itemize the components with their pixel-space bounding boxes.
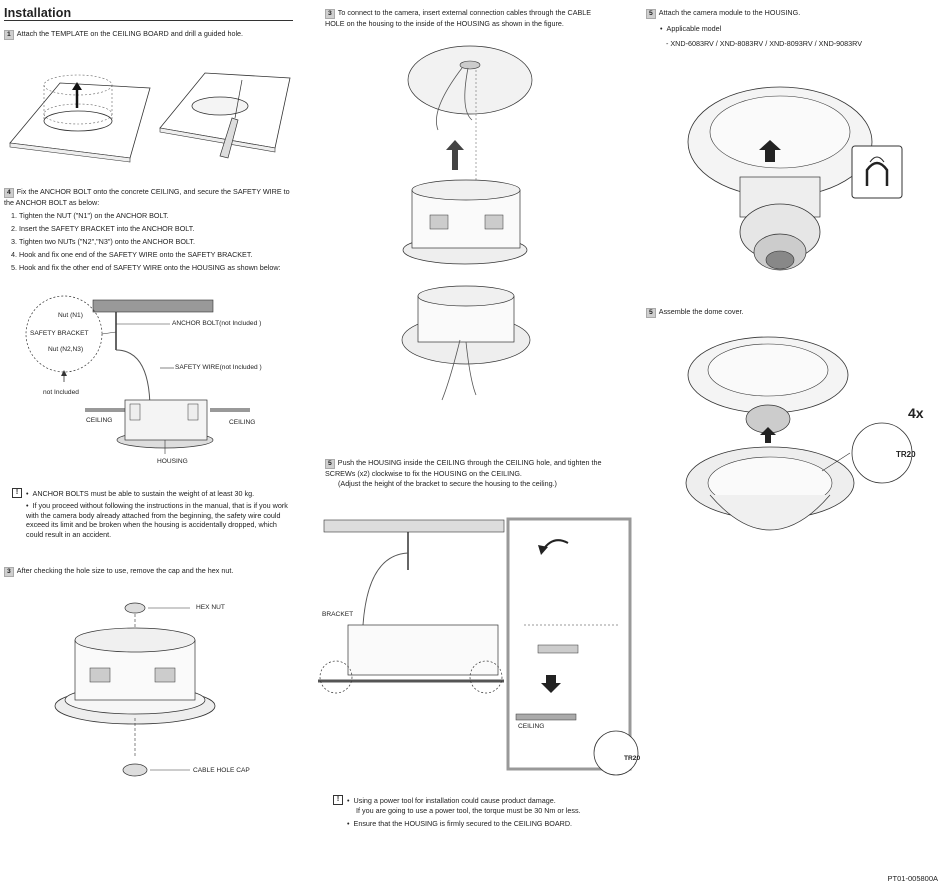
- note-bullet: If you proceed without following the ins…: [26, 501, 294, 539]
- bracket-label: BRACKET: [322, 611, 354, 618]
- housing-push-illustration: [318, 517, 639, 776]
- step-number: 5: [646, 9, 656, 19]
- title-rule: [4, 20, 293, 21]
- list-item: Hook and fix the other end of SAFETY WIR…: [19, 261, 309, 274]
- footer-code: PT01-005800A: [887, 874, 938, 883]
- page-title: Installation: [4, 6, 72, 20]
- anchor-bolt-label: ANCHOR BOLT(not Included ): [172, 320, 262, 327]
- step4-label: Fix the ANCHOR BOLT onto the concrete CE…: [4, 187, 290, 207]
- cable-insertion-illustration: [401, 45, 533, 401]
- step-number: 1: [4, 30, 14, 40]
- step5-sub: (Adjust the height of the bracket to sec…: [338, 478, 557, 488]
- list-item: Tighten the NUT ("N1") on the ANCHOR BOL…: [19, 209, 309, 222]
- model-list: - XND-6083RV / XND-8083RV / XND-8093RV /…: [666, 39, 863, 48]
- step5b-label: Assemble the dome cover.: [658, 307, 744, 316]
- ceiling-left-label: CEILING: [86, 417, 113, 424]
- step-number: 3: [4, 567, 14, 577]
- step4-list: Tighten the NUT ("N1") on the ANCHOR BOL…: [5, 209, 309, 274]
- step1-label: Attach the TEMPLATE on the CEILING BOARD…: [16, 29, 244, 38]
- step-number: 5: [325, 459, 335, 469]
- list-item: Hook and fix one end of the SAFETY WIRE …: [19, 248, 309, 261]
- nut-n2n3-label: Nut (N2,N3): [48, 346, 84, 353]
- note-bullet: ANCHOR BOLTS must be able to sustain the…: [26, 489, 294, 499]
- screw-count-label: 4x: [908, 405, 924, 421]
- camera-module-illustration: [687, 86, 903, 271]
- hex-nut-label: HEX NUT: [196, 604, 225, 611]
- step-number: 3: [325, 9, 335, 19]
- note1-bullet2: If you proceed without following the ins…: [26, 501, 288, 539]
- ceiling-label: CEILING: [518, 723, 545, 730]
- applicable-model-label: Applicable model: [660, 24, 721, 34]
- note1-bullet1: ANCHOR BOLTS must be able to sustain the…: [26, 489, 254, 498]
- caution-icon: !: [12, 488, 22, 498]
- caution-icon: !: [333, 795, 343, 805]
- safety-bracket-label: SAFETY BRACKET: [30, 330, 89, 337]
- applicable-label: Applicable model: [660, 24, 721, 33]
- ceiling-right-label: CEILING: [229, 419, 256, 426]
- step5a-label: Attach the camera module to the HOUSING.: [658, 8, 801, 17]
- cable-hole-cap-label: CABLE HOLE CAP: [193, 767, 250, 774]
- step3-label: To connect to the camera, insert externa…: [325, 8, 592, 28]
- template-drill-illustration: [9, 72, 291, 163]
- tr20-label: TR20: [624, 755, 641, 762]
- step-number: 5: [646, 308, 656, 318]
- housing-label: HOUSING: [157, 458, 188, 465]
- safety-wire-label: SAFETY WIRE(not Included ): [175, 364, 262, 371]
- list-item: Insert the SAFETY BRACKET into the ANCHO…: [19, 222, 309, 235]
- list-item: Tighten two NUTs ("N2","N3") onto the AN…: [19, 235, 309, 248]
- not-included-label: not Included: [43, 389, 79, 396]
- tr20-label-2: TR20: [896, 450, 916, 459]
- note2-bullet1: Using a power tool for installation coul…: [347, 796, 556, 805]
- housing-hex-nut-diagram: [54, 602, 216, 777]
- note-bullet: Ensure that the HOUSING is firmly secure…: [347, 819, 603, 829]
- step5-label: Push the HOUSING inside the CEILING thro…: [325, 458, 602, 478]
- dome-cover-illustration: [685, 336, 913, 531]
- note2-bullet2: Ensure that the HOUSING is firmly secure…: [347, 819, 572, 828]
- nut-n1-label: Nut (N1): [58, 312, 83, 319]
- step3b-label: After checking the hole size to use, rem…: [16, 566, 234, 575]
- note2-bullet1-line2: If you are going to use a power tool, th…: [356, 805, 581, 815]
- anchor-bolt-diagram: [25, 295, 250, 454]
- step-number: 4: [4, 188, 14, 198]
- note-bullet: Using a power tool for installation coul…: [347, 796, 603, 815]
